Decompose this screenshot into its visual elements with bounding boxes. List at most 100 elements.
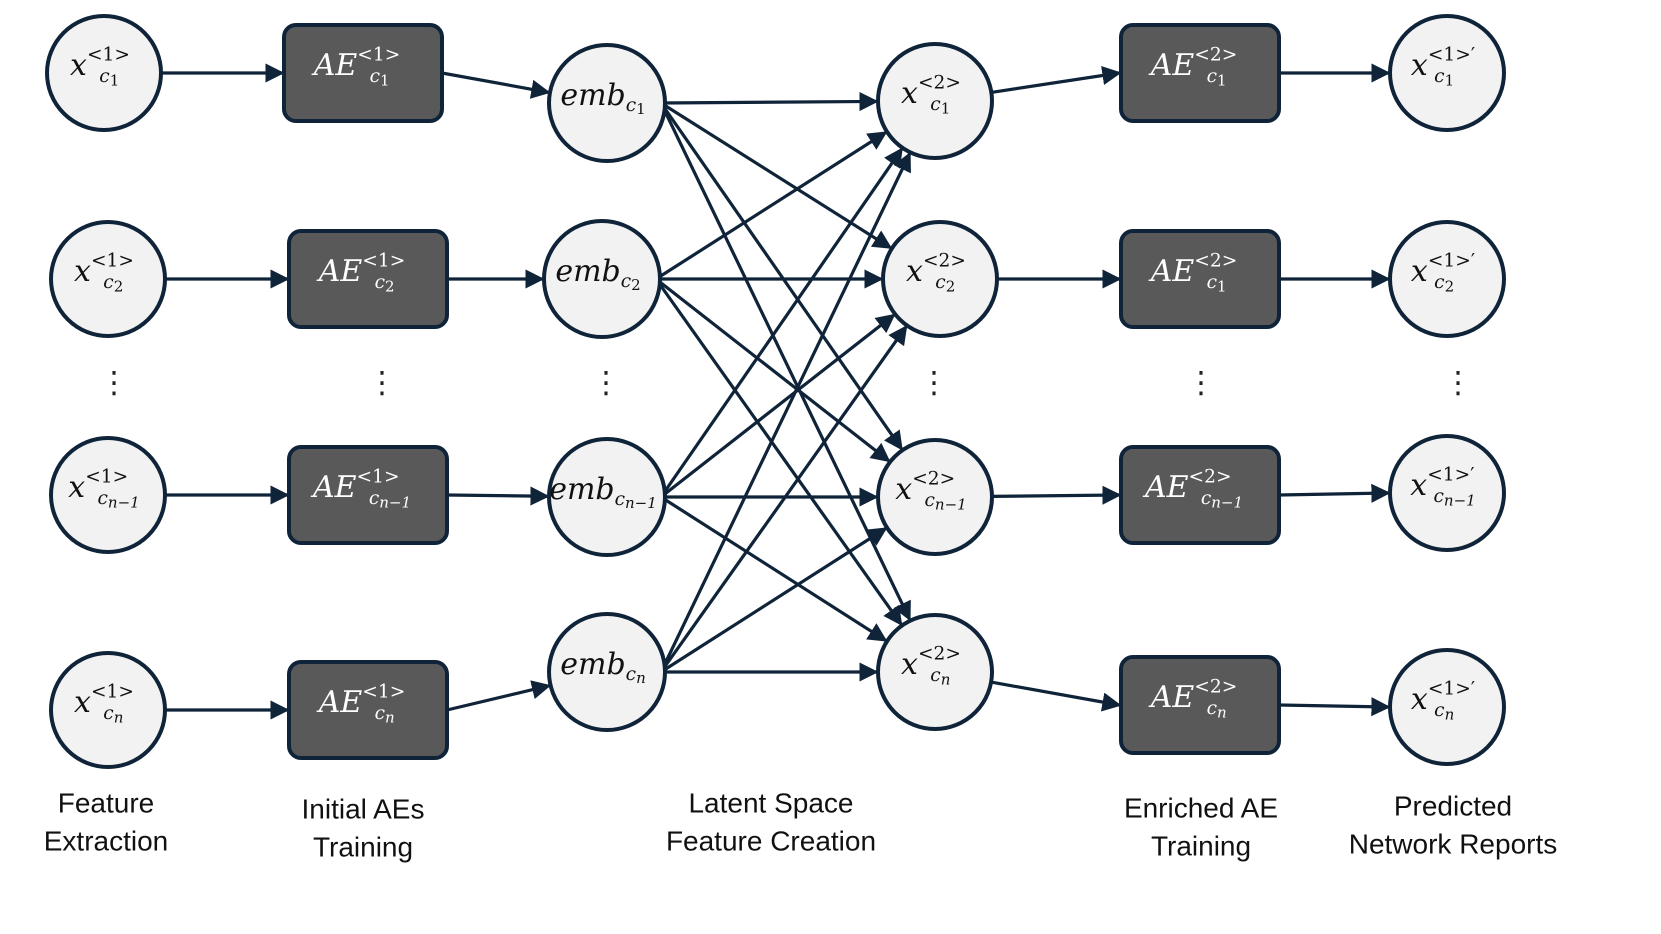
- label-base: AE: [316, 254, 363, 289]
- edge-embedding-0-to-enriched-0: [660, 91, 879, 112]
- edge-enriched-ae-to-output-2: [1278, 483, 1391, 503]
- label-subsubscript: n: [1445, 705, 1455, 723]
- input-node-2: x<1>cn−1: [49, 436, 167, 554]
- label-subscript: c: [98, 488, 109, 509]
- label-base: x: [1411, 254, 1428, 289]
- enriched-input-node-1: x<2>c2: [881, 220, 999, 338]
- label-superscript: <1>: [362, 251, 405, 272]
- initial-ae-node-0-shape: [282, 23, 444, 123]
- edge-embedding-2-to-enriched-0: [659, 147, 903, 498]
- label-base: x: [901, 76, 918, 111]
- node-label: x<1>cn: [74, 682, 134, 727]
- label-subsubscript: n: [941, 670, 951, 688]
- output-node-0-shape: [1388, 14, 1506, 132]
- label-subscript: c: [370, 66, 381, 87]
- enriched-ae-node-3: AE<2>cn: [1119, 655, 1281, 755]
- ellipsis-3: ⋮: [919, 366, 949, 401]
- output-node-3-shape: [1388, 648, 1506, 766]
- label-subsubscript: n: [1217, 703, 1227, 721]
- label-base: x: [68, 470, 85, 505]
- node-label: embcn: [560, 647, 646, 687]
- node-label: embcn−1: [549, 472, 657, 512]
- label-subscript: c: [375, 272, 386, 293]
- node-label: x<2>cn−1: [895, 469, 966, 514]
- label-subsubscript: n−1: [1444, 491, 1476, 509]
- label-subscript: c: [1207, 272, 1218, 293]
- edges-layer: [161, 63, 1391, 720]
- enriched-ae-node-0: AE<2>c1: [1119, 23, 1281, 123]
- label-base: AE: [1142, 470, 1189, 505]
- label-base: x: [1411, 682, 1428, 717]
- initial-ae-node-1-shape: [287, 229, 449, 329]
- label-subsubscript: 1: [636, 100, 646, 118]
- label-superscript: <1>: [87, 45, 130, 66]
- node-label: AE<2>c1: [1148, 251, 1238, 296]
- node-label: AE<1>cn: [316, 682, 406, 727]
- embedding-node-2: embcn−1: [547, 437, 667, 557]
- label-superscript: <2>: [918, 73, 961, 94]
- edge-ae-to-embedding-0: [441, 71, 551, 99]
- edge-embedding-1-to-enriched-3: [654, 278, 903, 626]
- node-label: AE<2>c1: [1148, 45, 1238, 90]
- label-subsubscript: 2: [631, 276, 641, 294]
- label-subscript: c: [99, 66, 110, 87]
- label-base: AE: [1148, 680, 1195, 715]
- label-base: x: [74, 685, 91, 720]
- label-superscript: <2>: [1189, 467, 1232, 488]
- edge-enriched-input-to-ae-0: [991, 66, 1122, 95]
- embedding-node-1-shape: [542, 219, 662, 339]
- node-label: x<1>′c1: [1411, 45, 1475, 90]
- node-label: x<2>c2: [906, 251, 966, 296]
- label-base: emb: [555, 254, 620, 289]
- initial-ae-node-0: AE<1>c1: [282, 23, 444, 123]
- label-subscript: c: [935, 272, 946, 293]
- label-subsubscript: 2: [385, 277, 395, 295]
- label-subscript: c: [103, 272, 114, 293]
- ellipsis-4: ⋮: [1186, 366, 1216, 401]
- label-superscript: <1>′: [1428, 251, 1475, 272]
- label-subsubscript: 1: [1445, 71, 1455, 89]
- edge-ae-to-embedding-2: [446, 486, 550, 506]
- label-base: x: [906, 254, 923, 289]
- stage-label-initial-aes-line-0: Initial AEs: [302, 793, 425, 824]
- enriched-ae-node-1: AE<2>c1: [1119, 229, 1281, 329]
- ellipsis-5: ⋮: [1443, 366, 1473, 401]
- label-subscript: c: [621, 271, 632, 292]
- label-subsubscript: 2: [1445, 277, 1455, 295]
- ellipsis-1: ⋮: [367, 366, 397, 401]
- node-label: embc1: [560, 78, 645, 118]
- label-base: AE: [316, 685, 363, 720]
- node-label: x<1>c2: [74, 251, 134, 296]
- label-superscript: <1>: [357, 467, 400, 488]
- initial-ae-node-3-shape: [287, 660, 449, 760]
- stage-label-latent-space-line-0: Latent Space: [688, 787, 853, 818]
- node-label: x<1>′c2: [1411, 251, 1475, 296]
- label-base: emb: [560, 78, 625, 113]
- label-subsubscript: 1: [1217, 277, 1227, 295]
- label-subscript: c: [375, 703, 386, 724]
- enriched-input-node-2-shape: [876, 438, 994, 556]
- embedding-node-0: embc1: [547, 43, 667, 163]
- edge-enriched-ae-to-output-3: [1278, 697, 1391, 717]
- label-subscript: c: [930, 94, 941, 115]
- label-subscript: c: [369, 488, 380, 509]
- label-superscript: <1>′: [1427, 465, 1474, 486]
- label-subsubscript: 1: [110, 71, 120, 89]
- label-superscript: <1>′: [1428, 45, 1475, 66]
- label-superscript: <1>: [357, 45, 400, 66]
- stage-label-feature-extraction-line-0: Feature: [58, 787, 155, 818]
- ellipsis-0: ⋮: [99, 366, 129, 401]
- edge-embedding-2-to-enriched-1: [660, 313, 896, 499]
- stage-label-latent-space-line-1: Feature Creation: [666, 825, 876, 856]
- node-label: x<2>c1: [901, 73, 961, 118]
- embedding-node-0-shape: [547, 43, 667, 163]
- output-node-1: x<1>′c2: [1388, 220, 1506, 338]
- label-superscript: <1>: [362, 682, 405, 703]
- edge-embedding-1-to-enriched-0: [655, 131, 888, 281]
- label-superscript: <1>: [91, 682, 134, 703]
- label-base: emb: [549, 472, 614, 507]
- label-subscript: c: [626, 664, 637, 685]
- label-subsubscript: 1: [380, 71, 390, 89]
- edge-enriched-input-to-ae-3: [990, 680, 1122, 712]
